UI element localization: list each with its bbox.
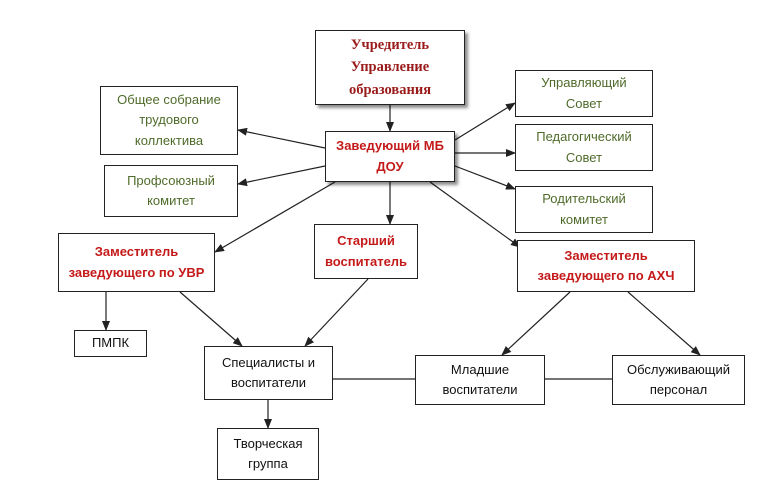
edge-head-governing-council — [454, 102, 516, 141]
node-senior-educator-label: Старший воспитатель — [324, 233, 408, 269]
node-trade-union: Профсоюзный комитет — [104, 165, 238, 217]
edge-head-general-meeting — [237, 127, 326, 149]
node-pmpk: ПМПК — [74, 330, 147, 357]
node-founder: Учредитель Управление образования — [315, 30, 465, 105]
node-pedagogical-council-label: Педагогический Совет — [536, 129, 632, 165]
node-creative-group: Творческая группа — [217, 428, 319, 480]
edge-head-deputy-uvr — [214, 181, 336, 253]
edge-head-deputy-ahch — [429, 181, 521, 248]
node-general-meeting: Общее собрание трудового коллектива — [100, 86, 238, 155]
node-senior-educator: Старший воспитатель — [314, 224, 418, 279]
node-trade-union-label: Профсоюзный комитет — [127, 172, 215, 208]
node-service-staff-label: Обслуживающий персонал — [626, 361, 731, 397]
node-head-label: Заведующий МБ ДОУ — [336, 138, 444, 174]
node-founder-label: Учредитель Управление образования — [348, 36, 432, 98]
node-deputy-ahch-label: Заместитель заведующего по АХЧ — [537, 247, 675, 283]
edge-deputy-ahch-service-staff — [627, 291, 701, 356]
node-specialists-label: Специалисты и воспитатели — [221, 354, 316, 390]
node-general-meeting-label: Общее собрание трудового коллектива — [117, 92, 221, 148]
node-parent-committee-label: Родительский комитет — [542, 191, 626, 227]
node-parent-committee: Родительский комитет — [515, 186, 653, 233]
node-deputy-uvr-label: Заместитель заведующего по УВР — [68, 244, 205, 280]
node-governing-council: Управляющий Совет — [515, 70, 653, 117]
node-pedagogical-council: Педагогический Совет — [515, 124, 653, 171]
node-head: Заведующий МБ ДОУ — [325, 131, 455, 182]
node-specialists: Специалисты и воспитатели — [204, 346, 333, 400]
node-pmpk-label: ПМПК — [91, 335, 130, 351]
edge-head-trade-union — [237, 165, 326, 187]
edge-deputy-uvr-specialists — [179, 291, 243, 347]
node-service-staff: Обслуживающий персонал — [612, 355, 745, 405]
node-deputy-ahch: Заместитель заведующего по АХЧ — [517, 240, 695, 292]
edge-deputy-ahch-junior-educators — [501, 291, 571, 356]
node-junior-educators-label: Младшие воспитатели — [442, 361, 518, 397]
node-creative-group-label: Творческая группа — [233, 435, 303, 471]
node-junior-educators: Младшие воспитатели — [415, 355, 545, 405]
edge-head-parent-committee — [454, 165, 516, 190]
node-governing-council-label: Управляющий Совет — [541, 75, 627, 111]
node-deputy-uvr: Заместитель заведующего по УВР — [58, 233, 215, 292]
edge-senior-educator-specialists — [304, 278, 369, 347]
